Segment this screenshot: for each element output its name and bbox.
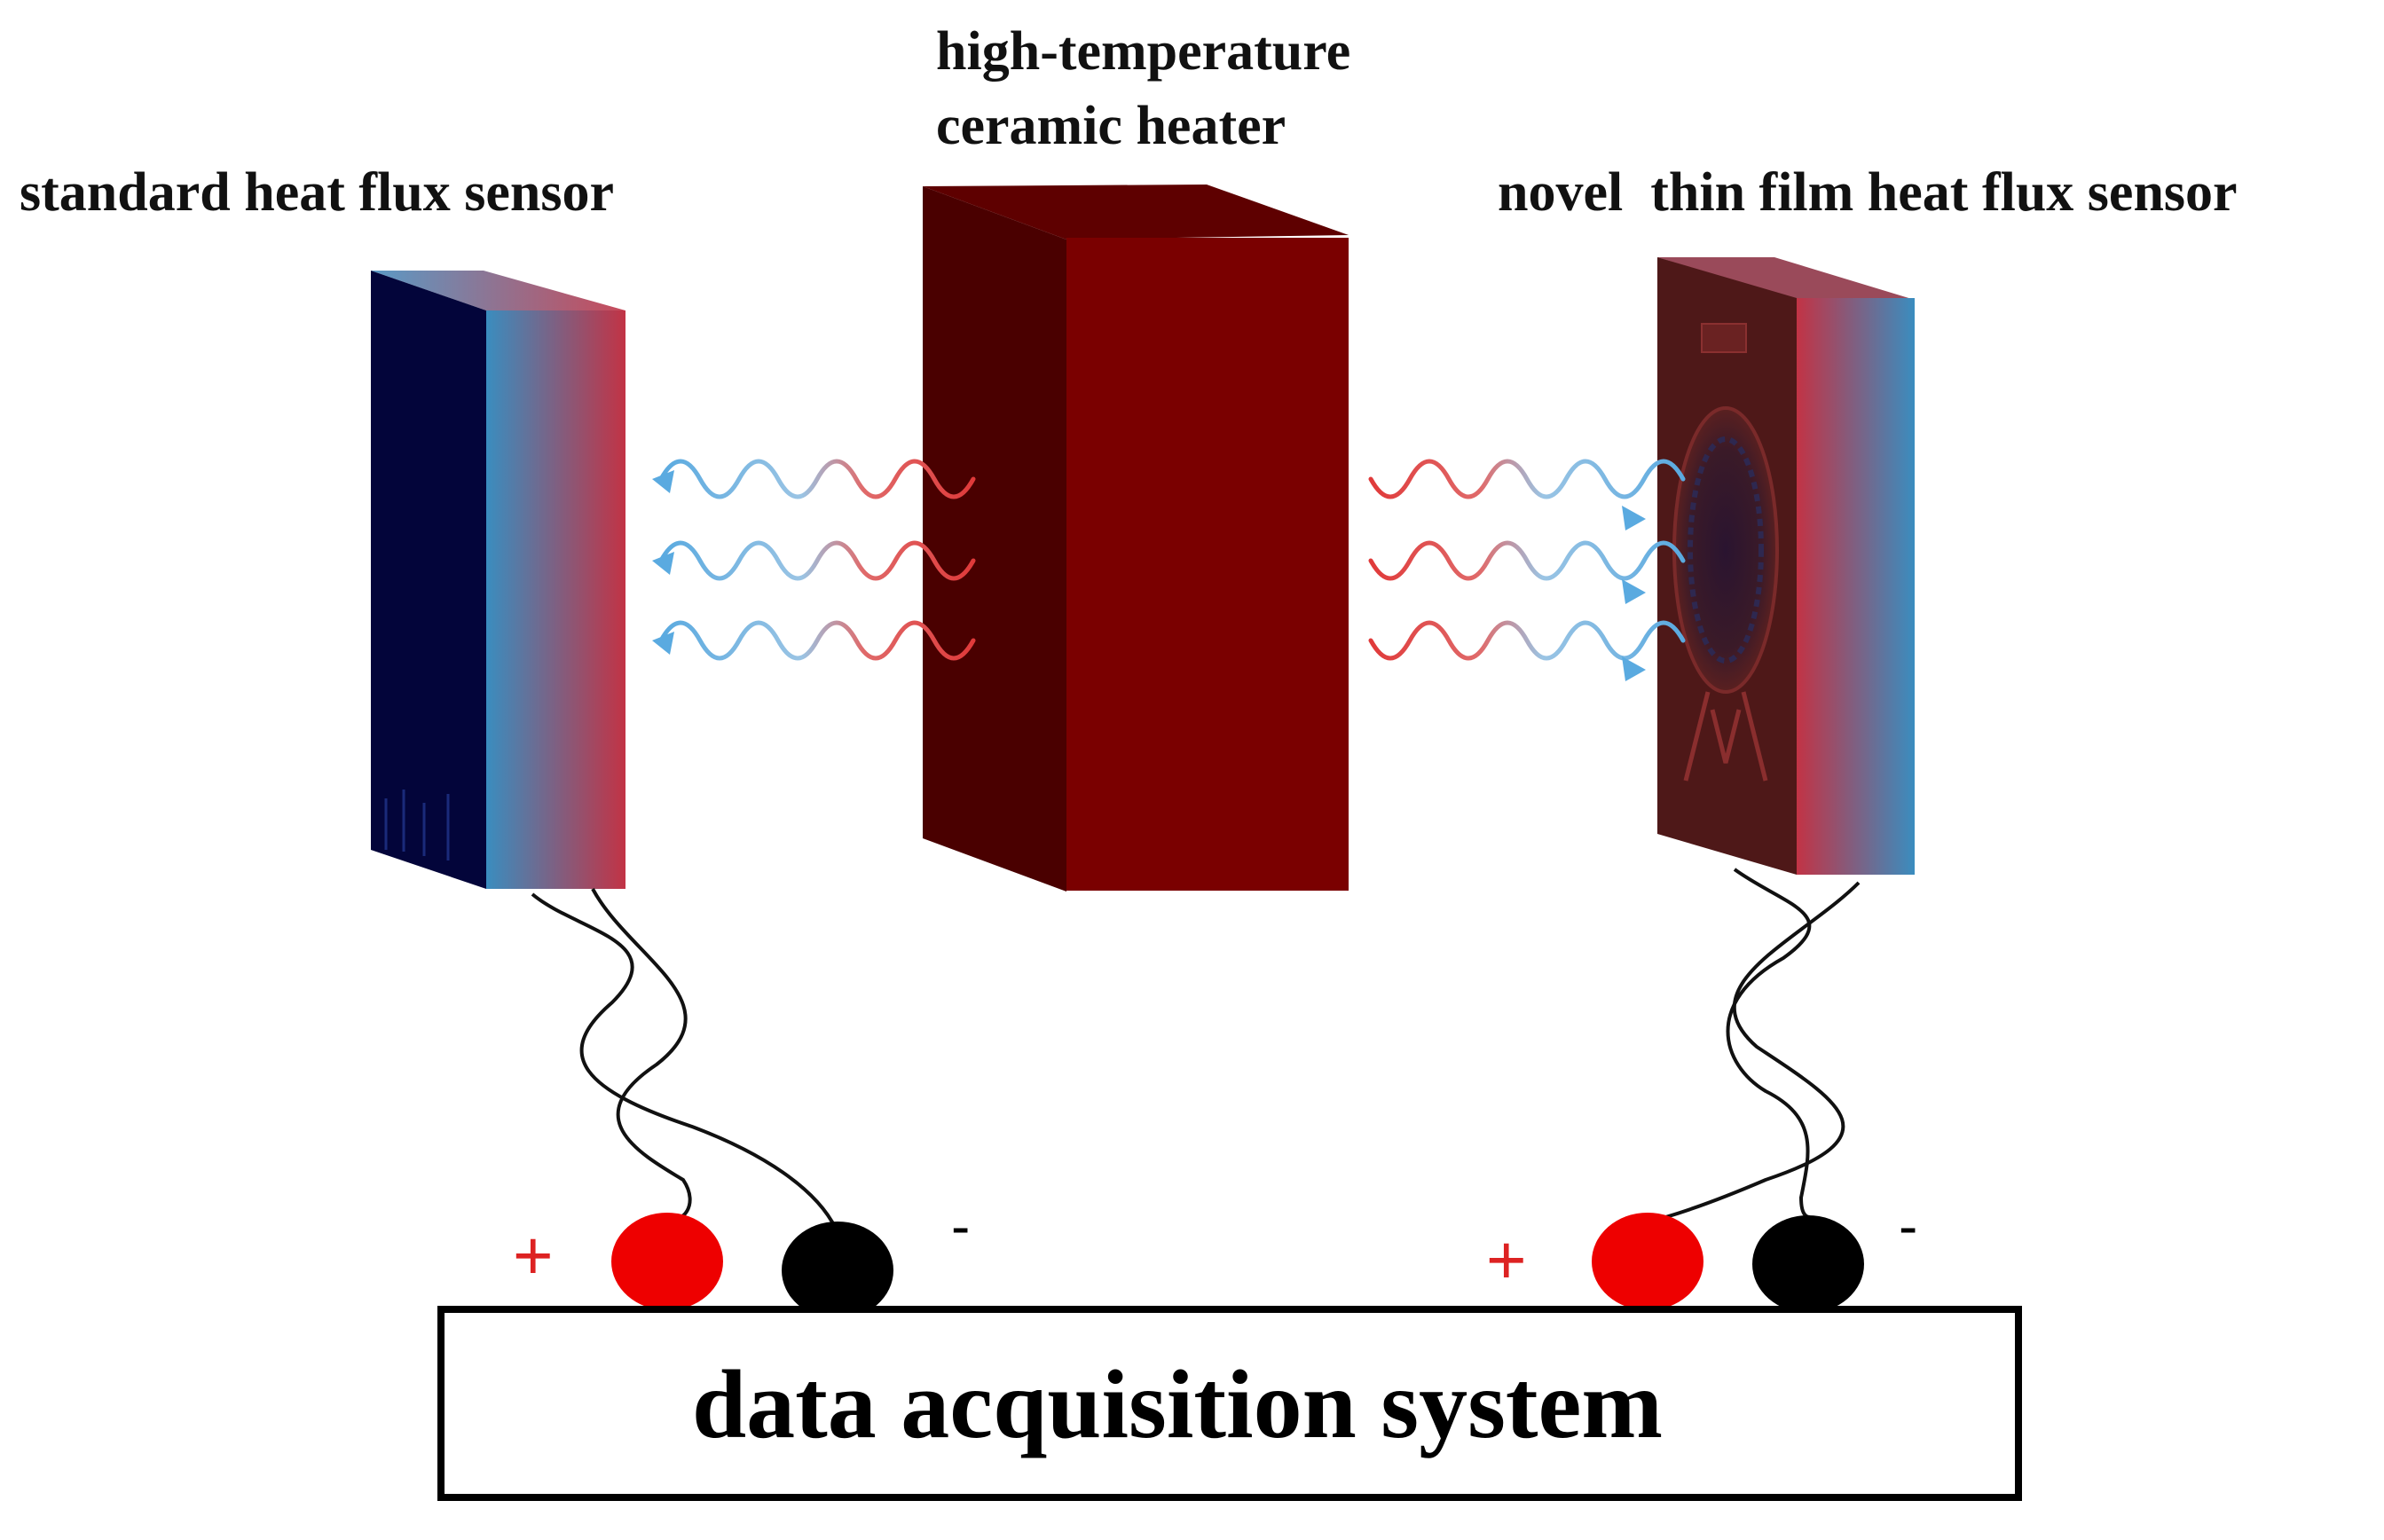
standard-sensor-side-face bbox=[371, 271, 486, 889]
novel-minus-sign: - bbox=[1899, 1194, 1918, 1258]
wires-novel-sensor bbox=[1645, 868, 1861, 1224]
novel-sensor-label: novel thin film heat flux sensor bbox=[1498, 162, 2238, 223]
data-acquisition-label: data acquisition system bbox=[692, 1350, 1663, 1458]
standard-sensor-front-face bbox=[486, 310, 626, 889]
heater-side-face bbox=[923, 186, 1066, 892]
standard-sensor-top-face bbox=[371, 271, 626, 310]
wire-novel-positive bbox=[1645, 881, 1861, 1224]
novel-sensor-top-face bbox=[1657, 257, 1915, 300]
novel-positive-terminal bbox=[1592, 1213, 1703, 1310]
novel-sensor-side-face bbox=[1797, 298, 1915, 875]
standard-sensor-block bbox=[371, 271, 626, 889]
heat-wave-arrowheads-right bbox=[1622, 506, 1646, 681]
novel-plus-sign: + bbox=[1486, 1221, 1527, 1299]
wire-standard-negative bbox=[531, 892, 838, 1230]
ceramic-heater-block bbox=[923, 185, 1349, 892]
standard-sensor-label: standard heat flux sensor bbox=[20, 162, 615, 223]
heat-waves-left bbox=[658, 459, 976, 661]
heat-wave-arrowheads-left bbox=[652, 470, 674, 655]
heater-front-face bbox=[1066, 238, 1349, 891]
standard-positive-terminal bbox=[611, 1213, 723, 1310]
novel-negative-terminal bbox=[1752, 1215, 1864, 1313]
wires-standard-sensor bbox=[531, 888, 838, 1230]
standard-negative-terminal bbox=[782, 1222, 893, 1319]
wire-standard-positive bbox=[591, 888, 692, 1220]
standard-plus-sign: + bbox=[513, 1216, 554, 1294]
wire-novel-negative bbox=[1726, 868, 1812, 1219]
novel-sensor-block bbox=[1657, 257, 1915, 875]
heater-top-face bbox=[923, 185, 1349, 240]
thin-film-pattern bbox=[1672, 323, 1779, 782]
heat-waves-right bbox=[1368, 459, 1686, 661]
heater-label: high-temperature ceramic heater bbox=[936, 14, 1350, 163]
heater-label-line1: high-temperature bbox=[936, 21, 1351, 82]
standard-minus-sign: - bbox=[951, 1194, 971, 1258]
heater-label-line2: ceramic heater bbox=[936, 96, 1286, 156]
data-acquisition-box bbox=[437, 1306, 2022, 1501]
